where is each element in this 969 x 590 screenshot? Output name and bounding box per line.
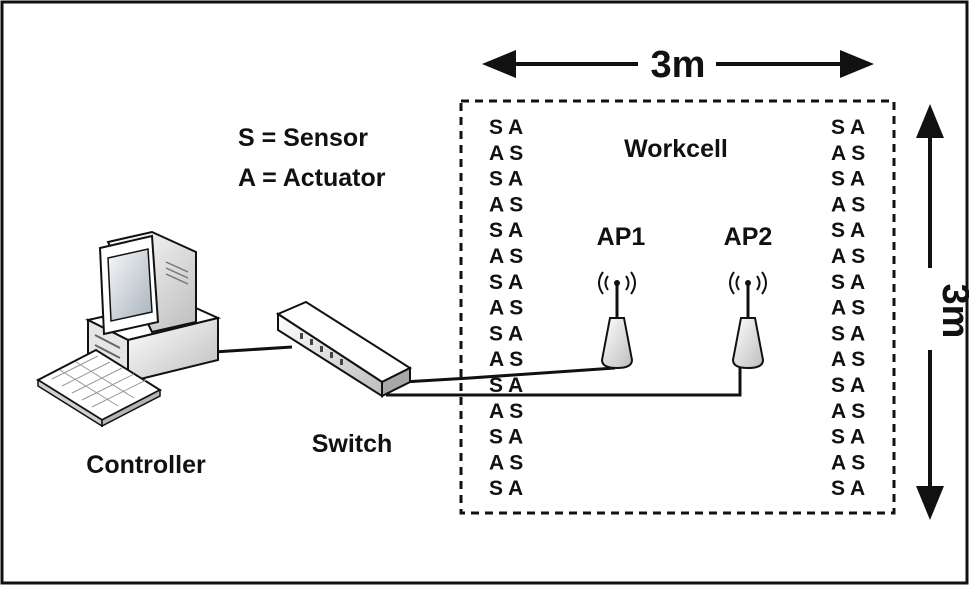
sa-row-left: A S [489,348,523,371]
sa-row-right: S A [831,374,865,397]
sa-row-left: A S [489,400,523,423]
legend-actuator: A = Actuator [238,164,386,192]
width-label: 3m [651,44,706,86]
width-dimension-arrow: 3m [482,44,874,86]
ap1-wireless-icon [598,271,636,370]
sa-row-right: A S [831,193,865,216]
controller-computer-icon [35,230,222,428]
switch-label: Switch [312,430,393,458]
sa-row-left: S A [489,477,523,500]
sa-row-right: S A [831,477,865,500]
ap2-label: AP2 [724,223,773,251]
sa-row-right: A S [831,297,865,320]
sa-row-left: A S [489,297,523,320]
sa-row-right: S A [831,219,865,242]
sa-row-left: S A [489,116,523,139]
sa-row-left: A S [489,451,523,474]
sensor-actuator-column-left: S AA SS AA SS AA SS AA SS AA SS AA SS AA… [489,116,523,500]
height-label: 3m [934,284,969,339]
sa-row-left: S A [489,219,523,242]
workcell-boundary [459,99,896,515]
cable-switch-ap1 [385,366,616,385]
sa-row-right: A S [831,451,865,474]
sa-row-left: S A [489,322,523,345]
sa-row-left: S A [489,168,523,191]
ap1-label: AP1 [597,223,646,251]
ap2-wireless-icon [729,271,767,370]
sa-row-right: A S [831,245,865,268]
controller-label: Controller [86,451,206,479]
sa-row-left: A S [489,245,523,268]
sa-row-right: S A [831,322,865,345]
cable-switch-ap2 [386,368,742,397]
sa-row-left: S A [489,426,523,449]
cable-controller-switch [213,345,293,354]
sa-row-right: S A [831,168,865,191]
sa-row-right: S A [831,116,865,139]
sa-row-left: A S [489,142,523,165]
sa-row-right: S A [831,271,865,294]
network-cables [213,345,742,397]
legend-sensor: S = Sensor [238,124,368,152]
sa-row-right: A S [831,142,865,165]
sa-row-right: S A [831,426,865,449]
sa-row-right: A S [831,348,865,371]
sa-row-left: S A [489,271,523,294]
sa-row-left: A S [489,193,523,216]
workcell-title: Workcell [624,135,728,163]
sa-row-left: S A [489,374,523,397]
sensor-actuator-column-right: S AA SS AA SS AA SS AA SS AA SS AA SS AA… [831,116,865,500]
sa-row-right: A S [831,400,865,423]
network-switch-icon [275,300,413,398]
height-dimension-arrow: 3m [916,104,969,520]
